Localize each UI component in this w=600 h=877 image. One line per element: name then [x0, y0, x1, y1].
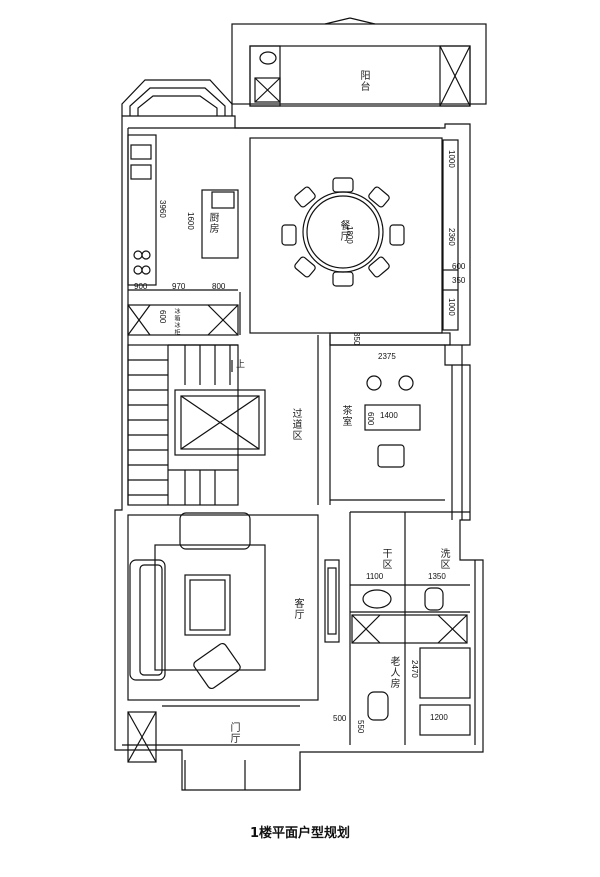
- dim-tea-600: 600: [366, 412, 375, 426]
- armchair: [193, 642, 241, 690]
- toilet-wash: [424, 587, 444, 611]
- balcony-cabinet-left: [249, 45, 281, 107]
- kitchen-island: [201, 189, 239, 259]
- dim-900: 900: [134, 282, 148, 291]
- dim-2360: 2360: [447, 228, 456, 246]
- tea-table: [364, 404, 421, 431]
- kitchen-counter: [127, 134, 157, 286]
- tea-room-label: 茶室: [340, 405, 351, 427]
- wash-zone-label: 洗区: [438, 548, 449, 570]
- dry-zone-label: 干区: [380, 548, 391, 570]
- balcony-door: [324, 17, 376, 25]
- coffee-table: [184, 574, 231, 636]
- entrance-cabinet: [127, 711, 157, 763]
- corridor-walls: [317, 335, 445, 505]
- washbasin: [362, 589, 392, 609]
- floor-plan: [114, 17, 487, 791]
- cabinet-note: 冰箱冰柜: [173, 308, 180, 336]
- dim-island-length: 1600: [186, 212, 195, 230]
- entrance-label: 门厅: [228, 722, 239, 744]
- dim-table: 1800: [345, 226, 354, 244]
- living-room: [127, 514, 319, 701]
- elevator: [174, 389, 266, 456]
- dim-1000-bottom: 1000: [447, 298, 456, 316]
- dim-tea-width: 2375: [378, 352, 396, 361]
- elder-bed: [419, 647, 471, 699]
- bay-window: [121, 79, 233, 116]
- tea-stool-right: [398, 375, 414, 391]
- dim-550: 550: [356, 720, 365, 734]
- dim-350-dining: 350: [452, 276, 466, 285]
- dim-tea-table: 1400: [380, 411, 398, 420]
- living-label: 客厅: [292, 598, 303, 620]
- sofa-top: [179, 512, 251, 550]
- bathroom-walls: [349, 511, 470, 745]
- entrance-door: [184, 760, 301, 790]
- sofa-main: [129, 559, 166, 681]
- dining-label: 餐厅: [338, 220, 349, 242]
- dim-1000-top: 1000: [447, 150, 456, 168]
- dim-500: 500: [333, 714, 347, 723]
- dim-970: 970: [172, 282, 186, 291]
- tv-cabinet: [324, 559, 340, 643]
- balcony-cabinet-right: [439, 45, 471, 107]
- balcony-label: 阳台: [358, 70, 369, 92]
- balcony-outline: [231, 23, 487, 105]
- stair-up-label: 上: [236, 360, 246, 370]
- tea-room-cabinet: [329, 332, 451, 346]
- dim-1100: 1100: [366, 572, 384, 581]
- kitchen-cabinets: [127, 304, 239, 336]
- tea-stool-left: [366, 375, 382, 391]
- kitchen-label: 厨房: [207, 212, 218, 234]
- dim-1200: 1200: [430, 713, 448, 722]
- dim-800: 800: [212, 282, 226, 291]
- dim-600-dining: 600: [452, 262, 466, 271]
- stairs: [127, 344, 239, 506]
- corridor-label: 过道区: [290, 408, 301, 441]
- dim-350-tea: 350: [352, 332, 361, 346]
- tea-chair: [377, 444, 405, 468]
- rug: [154, 544, 266, 671]
- dining-chairs: [281, 177, 405, 287]
- elder-room-label: 老人房: [388, 656, 399, 689]
- dim-600-kitchen: 600: [158, 310, 167, 324]
- dining-cabinet: [442, 139, 459, 331]
- dim-kitchen-length: 3960: [158, 200, 167, 218]
- dim-2470: 2470: [410, 660, 419, 678]
- dim-1350: 1350: [428, 572, 446, 581]
- toilet-elder: [367, 691, 389, 721]
- outer-wall: [114, 115, 484, 791]
- plan-caption: 1楼平面户型规划: [249, 826, 351, 841]
